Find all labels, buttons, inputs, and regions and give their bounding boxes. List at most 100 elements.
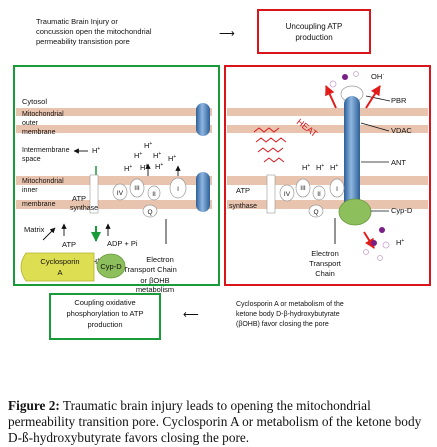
atp-synthase-stalk (89, 174, 99, 214)
heat-wave-4 (263, 157, 285, 163)
complex-ii (147, 185, 161, 201)
atp-label-left: ATP (62, 240, 76, 249)
efflux-arrow-right (365, 85, 381, 109)
complex-i-right-label: I (336, 186, 338, 193)
atp-synthase-label-1: ATP (72, 194, 86, 203)
coupling-line-1: Coupling oxidative (74, 298, 135, 307)
complex-i-right (329, 178, 345, 198)
intermembrane-label-1: Intermembrane (22, 147, 70, 154)
right-protons: H+ H+ H+ (302, 163, 338, 172)
efflux-arrow-left (325, 85, 337, 109)
proton-right-2: H+ (316, 163, 324, 172)
complex-ii-right-label: II (317, 191, 321, 198)
outer-membrane-top (16, 108, 212, 116)
coenzyme-q-right (308, 204, 324, 218)
complex-i-label: I (177, 186, 179, 193)
caption-text: Traumatic brain injury leads to opening … (8, 398, 422, 445)
inner-membrane-top (16, 176, 212, 185)
bead-bottom-4 (363, 249, 369, 255)
inner-membrane-label-3: membrane (22, 201, 56, 208)
uncoupling-line-2: production (295, 33, 332, 42)
mptp-open-channel (344, 96, 360, 216)
cyclosporin-a-block (20, 252, 95, 282)
etc-label-left-2: Transport Chain (123, 265, 177, 274)
uncoupling-line-1: Uncoupling ATP (286, 22, 343, 31)
heat-wave-2 (255, 137, 287, 143)
outer-membrane-label-1: Mitochondrial (22, 111, 64, 118)
coupling-line-3: production (87, 320, 122, 329)
bottom-note-line-3: (βOHB) favor closing the pore (236, 321, 329, 328)
atp-synthase-stalk-right (266, 174, 276, 214)
bead-top-1 (342, 74, 348, 80)
ant-channel-closed (196, 172, 210, 212)
inner-membrane-label-2: inner (22, 187, 38, 194)
bottom-note: Cyclosporin A or metabolism of the keton… (236, 301, 344, 328)
etc-right-label-2: Transport (309, 259, 342, 268)
ant-label: ANT (391, 158, 406, 167)
complex-iv-right-label: IV (284, 191, 291, 198)
bead-bottom-2 (371, 240, 377, 246)
outer-membrane-top-right (227, 108, 428, 116)
proton-left-5: H+ (168, 154, 176, 163)
atp-synthase-right-label-1: ATP (236, 186, 250, 195)
left-protons: H+ H+ H+ H+ H+ H+ H+ H+ (73, 141, 181, 176)
complex-iv-right (279, 184, 295, 202)
heat-wave-3 (257, 147, 284, 153)
complex-iii-label: III (134, 185, 140, 192)
vdac-pointer (360, 122, 390, 132)
oh-radical: OH· (371, 72, 384, 81)
proton-right-1: H+ (302, 163, 310, 172)
arrow-to-uncoupling: ⟶ (219, 28, 235, 40)
bead-top-3 (353, 71, 359, 77)
matrix-arrow-1 (42, 227, 56, 241)
cypd-left-label: Cyp-D (100, 262, 122, 271)
bohb-label-1: or βOHB (140, 276, 169, 285)
etc-right-label-3: Chain (315, 269, 335, 278)
inner-membrane-bottom (16, 200, 212, 209)
inner-membrane-bottom-right (227, 200, 428, 209)
pbr-label: PBR (391, 96, 407, 105)
heat-waves (253, 127, 287, 163)
bottom-note-line-2: ketone body D-β-hydroxybutyrate (236, 311, 340, 318)
bead-bottom-5 (377, 255, 383, 261)
outer-membrane-bottom (16, 125, 212, 133)
inner-membrane-label-1: Mitochondrial (22, 178, 64, 185)
cypd-left (96, 253, 126, 279)
proton-right-matrix: H+ (396, 238, 404, 247)
bottom-note-line-1: Cyclosporin A or metabolism of the (236, 301, 344, 308)
complex-iv (112, 183, 128, 201)
cytosol-label: Cytosol (22, 97, 47, 106)
etc-complexes-left: IV III II I Q (112, 177, 187, 218)
proton-left-8: H+ (155, 162, 163, 171)
intermembrane-label-2: space (22, 156, 41, 163)
vdac-label: VDAC (391, 126, 412, 135)
bohb-label-2: metabolism (136, 285, 174, 294)
cypd-right (338, 198, 372, 226)
atp-synthase-label-2: synthase (70, 205, 98, 212)
cyclosporin-label-1: Cyclosporin (40, 257, 79, 266)
top-note: Traumatic Brain Injury or concussion ope… (36, 17, 152, 46)
coupling-line-2: phosphorylation to ATP (67, 309, 144, 318)
heat-wave-1 (253, 127, 280, 133)
outer-membrane-label-2: outer (22, 120, 39, 127)
coenzyme-q (142, 204, 158, 218)
adp-pi-label: ADP + Pi (107, 239, 138, 248)
outer-membrane-label-3: membrane (22, 129, 56, 136)
cypd-right-label: Cyp-D (391, 206, 413, 215)
caption-label: Figure 2: (8, 398, 60, 413)
complex-iii-right (295, 178, 311, 198)
outer-membrane-bottom-right (227, 125, 428, 133)
bead-top-2 (329, 80, 337, 88)
proton-right-3: H+ (330, 163, 338, 172)
proton-left-6: H+ (124, 164, 132, 173)
arrow-to-coupling: ⟵ (183, 309, 199, 321)
complex-ii-right (312, 185, 326, 201)
etc-right-label-1: Electron (311, 249, 339, 258)
bead-bottom-3 (382, 241, 390, 249)
uncoupling-box (257, 9, 371, 54)
complex-iii-right-label: III (300, 185, 306, 192)
coupling-box (49, 293, 161, 340)
figure-caption: Figure 2: Traumatic brain injury leads t… (8, 398, 432, 446)
proton-left-4: H+ (153, 151, 161, 160)
atp-synthase-right-label-2: synthase (229, 203, 257, 210)
